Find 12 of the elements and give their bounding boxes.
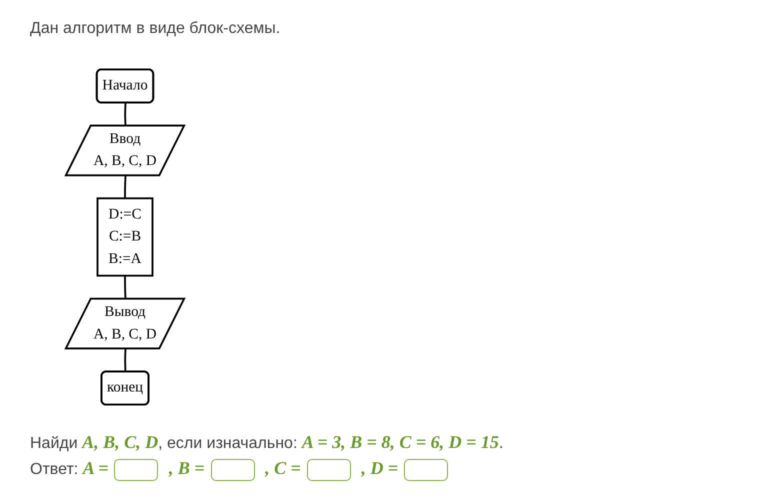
node-box: D:=C C:=B B:=A [96, 197, 154, 277]
connector [124, 276, 126, 300]
connector [124, 348, 126, 372]
math-expression: , D = [361, 458, 398, 478]
connector [124, 176, 126, 198]
math-expression: , B = [168, 458, 205, 478]
math-expression: A = [82, 458, 108, 478]
answer-label: Ответ: [30, 461, 78, 478]
title: Дан алгоритм в виде блок-схемы. [30, 20, 280, 38]
connector [124, 102, 126, 126]
math-expression: , C = [265, 458, 301, 478]
task-text: Найди A, B, C, D, если изначально: A = 3, B = 8, C = 6, D = 15. [30, 435, 504, 452]
